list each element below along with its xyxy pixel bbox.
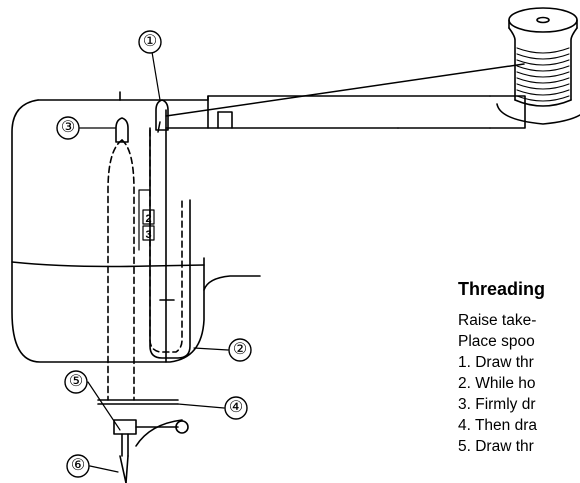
step-2: 2. While ho bbox=[458, 375, 536, 392]
thread-line bbox=[157, 63, 525, 133]
guide-mark-boxes bbox=[138, 189, 155, 251]
callout-leaders bbox=[79, 51, 229, 473]
thread-guide-3 bbox=[115, 117, 129, 143]
callout-6: ⑥ bbox=[70, 457, 86, 474]
callout-6-circle bbox=[66, 454, 90, 478]
callout-1: ① bbox=[142, 33, 158, 50]
thread-spool bbox=[496, 7, 580, 125]
step-1: 1. Draw thr bbox=[458, 354, 534, 371]
callout-2-circle bbox=[228, 338, 252, 362]
callout-4: ④ bbox=[228, 399, 244, 416]
step-4: 4. Then dra bbox=[458, 417, 537, 434]
spool-thread-windings bbox=[516, 47, 570, 102]
callout-2: ② bbox=[232, 341, 248, 358]
callout-5: ⑤ bbox=[68, 373, 84, 390]
machine-body bbox=[11, 91, 526, 447]
callout-4-circle bbox=[224, 396, 248, 420]
thread-guide-1 bbox=[155, 99, 169, 131]
section-heading: Threading bbox=[458, 279, 546, 299]
intro-line-2: Place spoo bbox=[458, 333, 535, 350]
callout-3: ③ bbox=[60, 119, 76, 136]
intro-line-1: Raise take- bbox=[458, 312, 537, 329]
step-3: 3. Firmly dr bbox=[458, 396, 536, 413]
step-5: 5. Draw thr bbox=[458, 438, 534, 455]
callout-1-circle bbox=[138, 30, 162, 54]
guide-mark-3: 3 bbox=[146, 229, 152, 241]
callout-5-circle bbox=[64, 370, 88, 394]
needle-clamp bbox=[97, 399, 189, 457]
callout-3-circle bbox=[56, 116, 80, 140]
take-up-lever bbox=[149, 127, 191, 359]
needle bbox=[119, 455, 129, 483]
instruction-text: Threading Raise take- Place spoo 1. Draw… bbox=[458, 278, 580, 483]
guide-mark-2: 2 bbox=[146, 213, 152, 225]
